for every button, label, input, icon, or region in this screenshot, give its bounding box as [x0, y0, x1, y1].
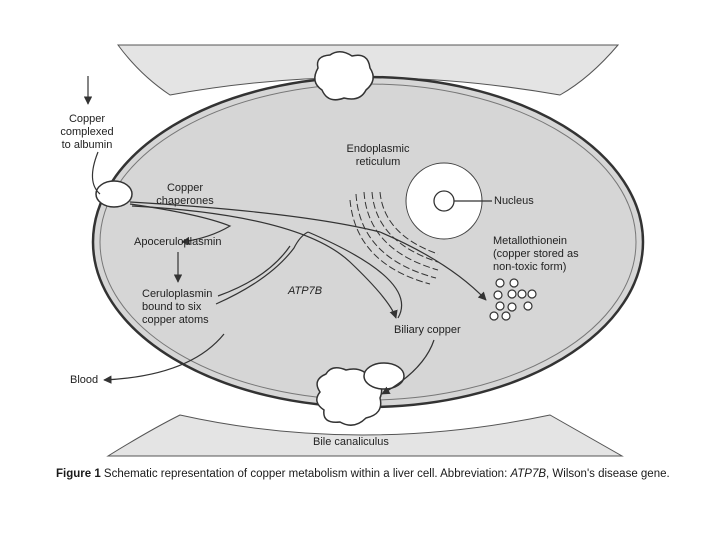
nucleolus	[433, 190, 455, 212]
top-membrane-channel	[314, 51, 374, 101]
lower-neighbor-cell	[106, 414, 624, 457]
to-apoceruloplasmin-arrow	[129, 203, 232, 246]
intake-curve	[91, 151, 101, 195]
metallothionein-vesicles	[489, 278, 537, 321]
atp7b-label: ATP7B	[288, 285, 323, 297]
to-metallothionein-arrow	[129, 201, 487, 301]
biliary-copper-vesicle	[363, 362, 405, 390]
figure-label: Figure 1	[56, 468, 101, 480]
nucleus-label: Nucleus	[494, 195, 534, 207]
endoplasmic-reticulum	[349, 191, 439, 285]
caption-text-2: , Wilson's disease gene.	[546, 468, 670, 480]
to-biliary-arrow	[131, 205, 398, 319]
ceruloplasmin-label: Ceruloplasmin bound to six copper atoms	[142, 288, 213, 326]
atp7b-path	[307, 231, 403, 319]
copper-chaperones-label: Copper chaperones	[156, 182, 214, 207]
blood-label: Blood	[70, 374, 99, 386]
caption-abbr: ATP7B	[510, 468, 547, 480]
to-blood-arrow	[103, 333, 225, 384]
bile-canaliculus-label: Bile canaliculus	[313, 436, 389, 448]
endoplasmic-reticulum-label: Endoplasmic reticulum	[346, 143, 410, 168]
ceruloplasmin-to-atp7b-arrow	[215, 231, 309, 305]
copper-albumin-label: Copper complexed to albumin	[60, 113, 114, 151]
metallothionein-label: Metallothionein (copper stored as non-to…	[493, 235, 579, 273]
copper-entry-vesicle	[95, 180, 133, 208]
apoceruloplasmin-label: Apoceruloplasmin	[134, 236, 222, 248]
figure-caption: Figure 1 Schematic representation of cop…	[56, 466, 676, 482]
atp7b-to-ceruloplasmin-arrow	[217, 245, 291, 297]
caption-text-1: Schematic representation of copper metab…	[100, 468, 511, 480]
pathway-arrows	[83, 76, 487, 395]
biliary-to-canaliculus-arrow	[381, 339, 435, 395]
biliary-copper-label: Biliary copper	[394, 324, 461, 336]
